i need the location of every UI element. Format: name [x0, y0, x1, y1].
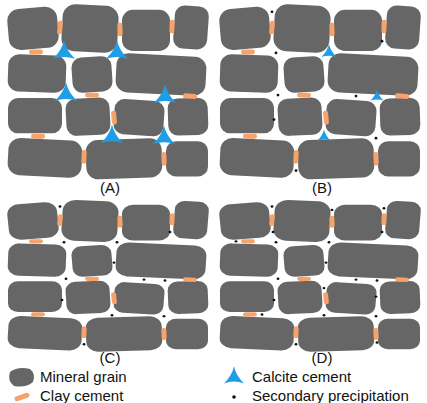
secondary-precipitation — [235, 205, 386, 345]
mineral-grains — [218, 4, 421, 180]
panel-d — [218, 199, 421, 352]
secondary-precipitation — [271, 10, 384, 172]
clay-cements — [29, 213, 197, 340]
panel-c — [6, 199, 209, 352]
panel-label: (A) — [100, 179, 120, 197]
grain-swatch — [9, 368, 34, 387]
panel-label: (D) — [312, 349, 333, 367]
calcite-swatch — [224, 366, 244, 383]
legend-text: Mineral grain — [40, 368, 127, 386]
dot-swatch — [232, 395, 236, 399]
panel-a — [6, 4, 209, 180]
mineral-grains — [6, 199, 209, 352]
legend-text: Calcite cement — [252, 368, 351, 386]
mineral-grains — [6, 4, 209, 180]
panel-b — [218, 4, 421, 180]
legend-text: Secondary precipitation — [252, 387, 409, 403]
legend-text: Clay cement — [40, 387, 123, 403]
calcite-cements — [53, 40, 176, 144]
calcite-cements — [317, 44, 383, 141]
clay-cements — [241, 213, 409, 340]
panel-label: (B) — [312, 179, 332, 197]
panel-label: (C) — [100, 349, 121, 367]
mineral-grains — [218, 199, 421, 352]
clay-cements — [241, 20, 409, 166]
clay-cements — [29, 20, 197, 166]
clay-swatch — [14, 392, 30, 402]
secondary-precipitation — [59, 205, 172, 345]
